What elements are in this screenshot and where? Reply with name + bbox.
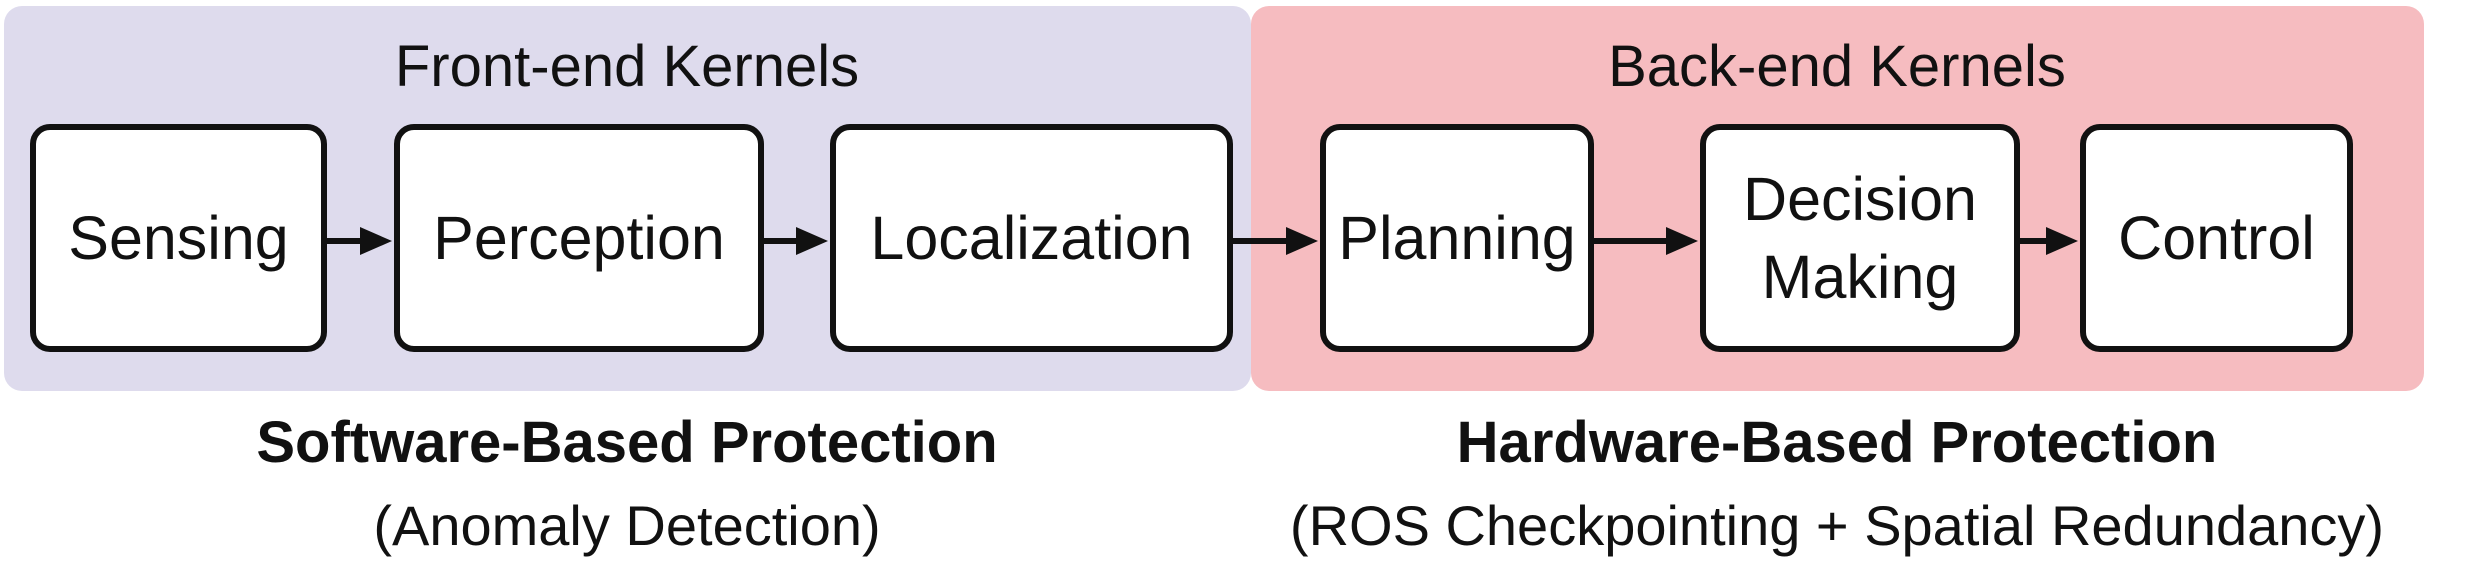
perception-node: Perception	[394, 124, 764, 352]
software-protection-title: Software-Based Protection	[256, 410, 998, 475]
hardware-protection-detail: (ROS Checkpointing + Spatial Redundancy)	[1289, 494, 2385, 557]
localization-node: Localization	[830, 124, 1233, 352]
front-end-kernels-title: Front-end Kernels	[394, 34, 860, 99]
sensing-node: Sensing	[30, 124, 327, 352]
back-end-kernels-title: Back-end Kernels	[1608, 34, 2066, 99]
planning-node: Planning	[1320, 124, 1594, 352]
decision-making-node: Decision Making	[1700, 124, 2020, 352]
software-protection-detail: (Anomaly Detection)	[373, 494, 881, 557]
hardware-protection-title: Hardware-Based Protection	[1456, 410, 2218, 475]
control-node: Control	[2080, 124, 2353, 352]
